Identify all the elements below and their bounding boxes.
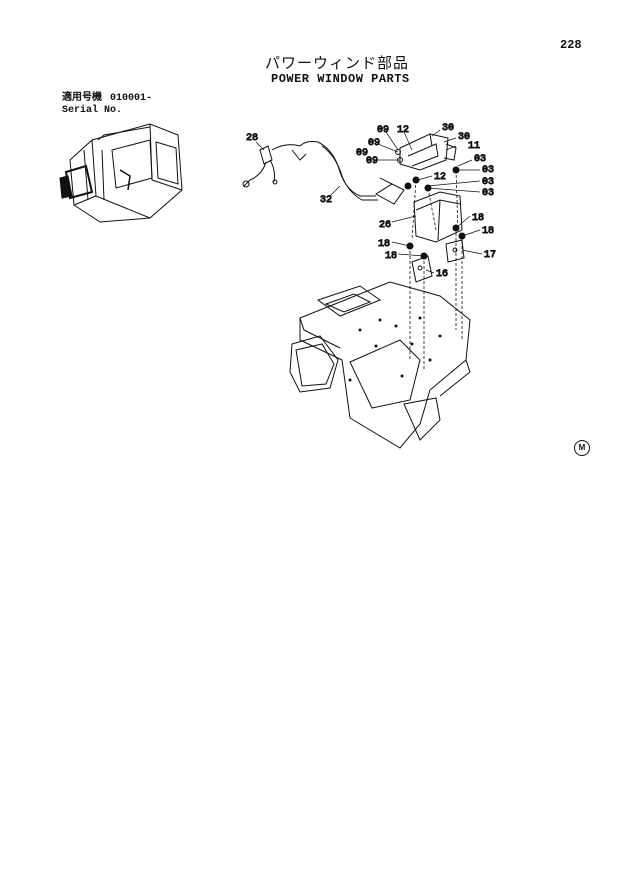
- page-title-english: POWER WINDOW PARTS: [271, 72, 410, 86]
- callout-09-a: 09: [377, 125, 389, 136]
- leader-lines: [255, 129, 483, 274]
- bracket-16: [411, 255, 433, 283]
- callout-18-c: 18: [378, 239, 390, 250]
- bracket-17: [445, 239, 465, 263]
- wire-harness-32: [317, 141, 405, 205]
- callout-18-d: 18: [385, 251, 397, 262]
- callout-11: 11: [468, 141, 480, 152]
- callout-30-a: 30: [442, 123, 454, 134]
- callout-30-b: 30: [458, 132, 470, 143]
- cab-thumbnail-illustration: [59, 123, 183, 223]
- page-title-japanese: パワーウィンド部品: [265, 54, 410, 72]
- callout-03-c: 03: [482, 177, 494, 188]
- callout-16: 16: [436, 269, 448, 280]
- callout-28: 28: [246, 133, 258, 144]
- callout-18-a: 18: [472, 213, 484, 224]
- cab-floor-plate: [289, 281, 471, 449]
- callout-03-d: 03: [482, 188, 494, 199]
- callout-12-b: 12: [434, 172, 446, 183]
- callout-26: 26: [379, 220, 391, 231]
- assembly-guide-lines: [409, 169, 463, 370]
- bracket-26: [413, 191, 463, 243]
- corner-mark: M: [574, 440, 590, 456]
- wire-harness-28: [242, 141, 319, 188]
- callout-09-c: 09: [356, 148, 368, 159]
- callout-17: 17: [484, 250, 496, 261]
- serial-range: 010001-: [110, 93, 153, 104]
- switch-assembly: [395, 133, 460, 192]
- callout-09-b: 09: [368, 138, 380, 149]
- callout-03-a: 03: [474, 154, 486, 165]
- callout-18-b: 18: [482, 226, 494, 237]
- callout-03-b: 03: [482, 165, 494, 176]
- serial-label-japanese: 適用号機: [62, 92, 102, 103]
- callout-09-d: 09: [366, 156, 378, 167]
- callout-32: 32: [320, 195, 332, 206]
- callout-12-a: 12: [397, 125, 409, 136]
- serial-number-block: 適用号機 010001- Serial No.: [62, 92, 152, 117]
- page-number: 228: [560, 38, 582, 52]
- serial-label-english: Serial No.: [62, 105, 123, 116]
